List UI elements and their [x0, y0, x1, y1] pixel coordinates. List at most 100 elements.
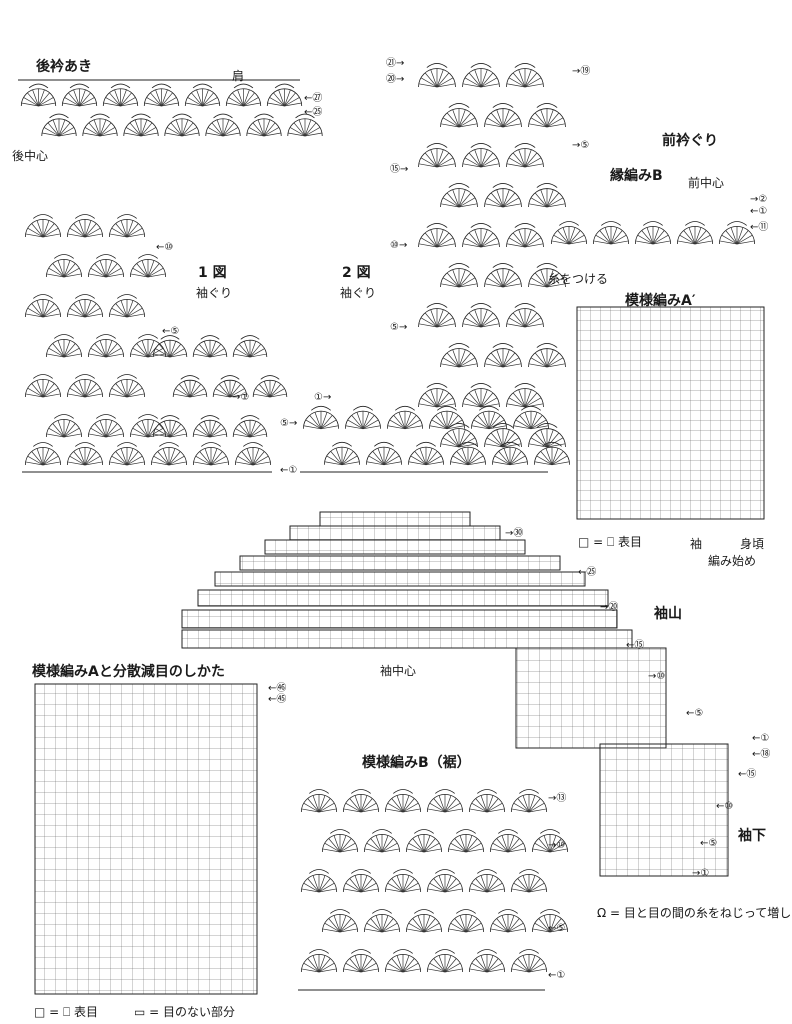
fan-motif: [246, 113, 282, 137]
fan-motif: [87, 254, 125, 278]
fan-motif: [365, 441, 403, 466]
fan-motif: [634, 221, 672, 245]
sleeve-center-label: 袖中心: [380, 664, 417, 678]
fan-motif: [489, 829, 527, 853]
fan-motif: [300, 789, 338, 813]
fan-motif: [440, 263, 478, 288]
fan-motif: [164, 113, 200, 137]
fan-motif: [550, 221, 588, 245]
fan-motif: [129, 334, 167, 358]
fan-motif: [61, 83, 98, 107]
row-mark: ←⑤: [162, 326, 180, 337]
back-center-label: 後中心: [12, 149, 49, 163]
fan-motif: [129, 254, 167, 278]
fan-motif: [150, 442, 188, 466]
row-mark: →⑩: [548, 840, 566, 851]
knit-grid: [599, 743, 729, 877]
row-mark: →⑲: [572, 66, 591, 77]
knit-grid: [181, 629, 633, 649]
fan-motif: [344, 405, 382, 430]
attach-yarn-label: 糸をつける: [548, 272, 609, 286]
fig1-subtitle: 袖ぐり: [196, 286, 233, 300]
fan-motif: [428, 405, 466, 430]
fan-motif: [108, 214, 146, 238]
fan-motif: [528, 423, 566, 448]
knit-grid: [576, 306, 765, 520]
fan-motif: [462, 383, 500, 408]
fan-motif: [405, 909, 443, 933]
fan-motif: [386, 405, 424, 430]
row-mark: →⑳: [600, 602, 619, 613]
fan-motif: [449, 441, 487, 466]
fan-motif: [102, 83, 139, 107]
edging-b-label: 縁編みB: [610, 168, 663, 184]
row-mark: →㉚: [505, 528, 524, 539]
row-mark: →⑤: [572, 140, 590, 151]
fan-motif: [342, 869, 380, 893]
row-mark: ←㉕: [304, 107, 323, 118]
fan-motif: [192, 335, 228, 358]
fan-motif: [484, 183, 522, 208]
fan-motif: [426, 949, 464, 973]
fan-motif: [426, 789, 464, 813]
row-mark: →①: [232, 392, 250, 403]
fan-motif: [512, 405, 550, 430]
knit-grid: [181, 609, 618, 629]
fan-motif: [24, 214, 62, 238]
fan-motif: [108, 294, 146, 318]
fan-motif: [363, 909, 401, 933]
fan-motif: [342, 789, 380, 813]
row-mark: ⑩→: [390, 240, 408, 251]
fan-motif: [484, 343, 522, 368]
fan-motif: [506, 383, 544, 408]
fan-motif: [363, 829, 401, 853]
row-mark: ←①: [548, 970, 566, 981]
row-mark: ⑳→: [386, 74, 405, 85]
fan-motif: [592, 221, 630, 245]
fan-motif: [468, 789, 506, 813]
fan-motif: [484, 103, 522, 128]
fig2-title: 2 図: [342, 265, 371, 281]
row-mark: ←⑱: [752, 749, 771, 760]
fan-motif: [87, 334, 125, 358]
fan-motif: [123, 113, 159, 137]
increase-legend: Ω = 目と目の間の糸をねじって増し目: [597, 906, 792, 920]
front-center-label: 前中心: [688, 176, 725, 190]
fan-motif: [66, 214, 104, 238]
fan-motif: [184, 83, 221, 107]
fan-motif: [232, 335, 268, 358]
fan-motif: [66, 294, 104, 318]
fan-motif: [531, 909, 569, 933]
knit-grid: [319, 511, 471, 527]
fan-motif: [418, 143, 456, 168]
legend-no-stitch: ▭ = 目のない部分: [134, 1005, 236, 1019]
fan-motif: [152, 335, 188, 358]
fan-motif: [143, 83, 180, 107]
fan-motif: [45, 334, 83, 358]
knit-grid: [197, 589, 609, 607]
row-mark: →⑩: [648, 671, 666, 682]
fan-motif: [87, 414, 125, 438]
pattern-b-title: 模様編みB（裾）: [362, 755, 471, 771]
fan-motif: [129, 414, 167, 438]
sleeve-cap-label: 袖山: [654, 606, 682, 622]
fan-motif: [342, 949, 380, 973]
fan-motif: [252, 375, 288, 398]
fan-motif: [418, 63, 456, 88]
fan-motif: [528, 263, 566, 288]
fan-motif: [192, 415, 228, 438]
row-mark: ←⑤: [548, 923, 566, 934]
fan-motif: [384, 869, 422, 893]
knit-grid-charts: [34, 306, 765, 995]
row-mark: ←⑮: [738, 769, 757, 780]
row-mark: ←①: [750, 206, 768, 217]
fan-motif: [192, 442, 230, 466]
crochet-fan-diagrams: [18, 63, 756, 991]
fan-motif: [24, 374, 62, 398]
fan-motif: [66, 442, 104, 466]
row-mark: ←⑪: [750, 222, 769, 233]
fan-motif: [510, 949, 548, 973]
row-mark: ⑤→: [390, 322, 408, 333]
row-mark: ←⑮: [626, 640, 645, 651]
